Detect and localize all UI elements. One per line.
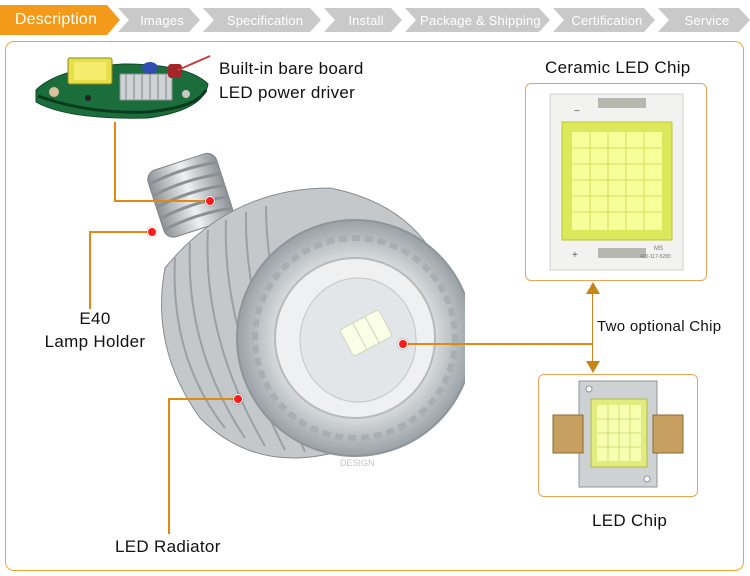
tab-strip: Description Images Specification Install… [0, 0, 750, 40]
driver-callout-line [114, 122, 116, 200]
radiator-callout-dot [233, 394, 243, 404]
lamp-image: DESIGN [147, 152, 465, 468]
chip-minus-mark: − [574, 106, 580, 117]
driver-board-image [35, 55, 211, 119]
ceramic-chip-label: Ceramic LED Chip [545, 58, 691, 77]
tab-service[interactable]: Service [658, 8, 750, 32]
driver-label-line1: Built-in bare board [219, 59, 364, 78]
svg-text:DESIGN: DESIGN [340, 458, 375, 468]
holder-callout-line [89, 231, 91, 309]
tab-specification[interactable]: Specification [203, 8, 321, 32]
tab-service-label: Service [684, 12, 730, 28]
tab-images[interactable]: Images [118, 8, 200, 32]
ceramic-chip-image: − + MS 400-117-5280 [549, 93, 684, 271]
radiator-callout-line [168, 398, 170, 534]
tab-package-shipping[interactable]: Package & Shipping [405, 8, 550, 32]
driver-label-line2: LED power driver [219, 83, 356, 102]
holder-callout-line-h [89, 231, 151, 233]
tab-package-shipping-label: Package & Shipping [420, 12, 541, 28]
chip-code-text: 400-117-5280 [640, 254, 671, 260]
driver-callout-dot [205, 196, 215, 206]
chip-arrow-line [592, 290, 593, 366]
holder-label-line1: E40 [79, 309, 111, 328]
chip-model-text: MS [654, 246, 663, 252]
chip-callout-line [404, 343, 592, 345]
radiator-label: LED Radiator [115, 537, 221, 556]
led-chip-image [552, 380, 684, 488]
led-chip-frame [538, 374, 698, 497]
tab-certification-label: Certification [571, 12, 643, 28]
tab-description[interactable]: Description [0, 5, 120, 35]
tab-install[interactable]: Install [324, 8, 402, 32]
radiator-callout-line-h [168, 398, 238, 400]
led-chip-label: LED Chip [592, 511, 668, 530]
optional-chip-label: Two optional Chip [597, 318, 722, 335]
driver-callout-line-h [114, 200, 210, 202]
holder-callout-dot [147, 227, 157, 237]
holder-label-line2: Lamp Holder [44, 332, 146, 351]
chip-callout-dot [398, 339, 408, 349]
arrow-up-icon [586, 282, 600, 294]
arrow-down-icon [586, 361, 600, 373]
chip-plus-mark: + [572, 250, 578, 261]
tab-description-label: Description [14, 11, 98, 28]
tab-images-label: Images [140, 12, 184, 28]
tab-certification[interactable]: Certification [553, 8, 655, 32]
ceramic-chip-frame: − + MS 400-117-5280 [525, 83, 707, 281]
tab-specification-label: Specification [226, 12, 304, 28]
tab-install-label: Install [348, 12, 384, 28]
